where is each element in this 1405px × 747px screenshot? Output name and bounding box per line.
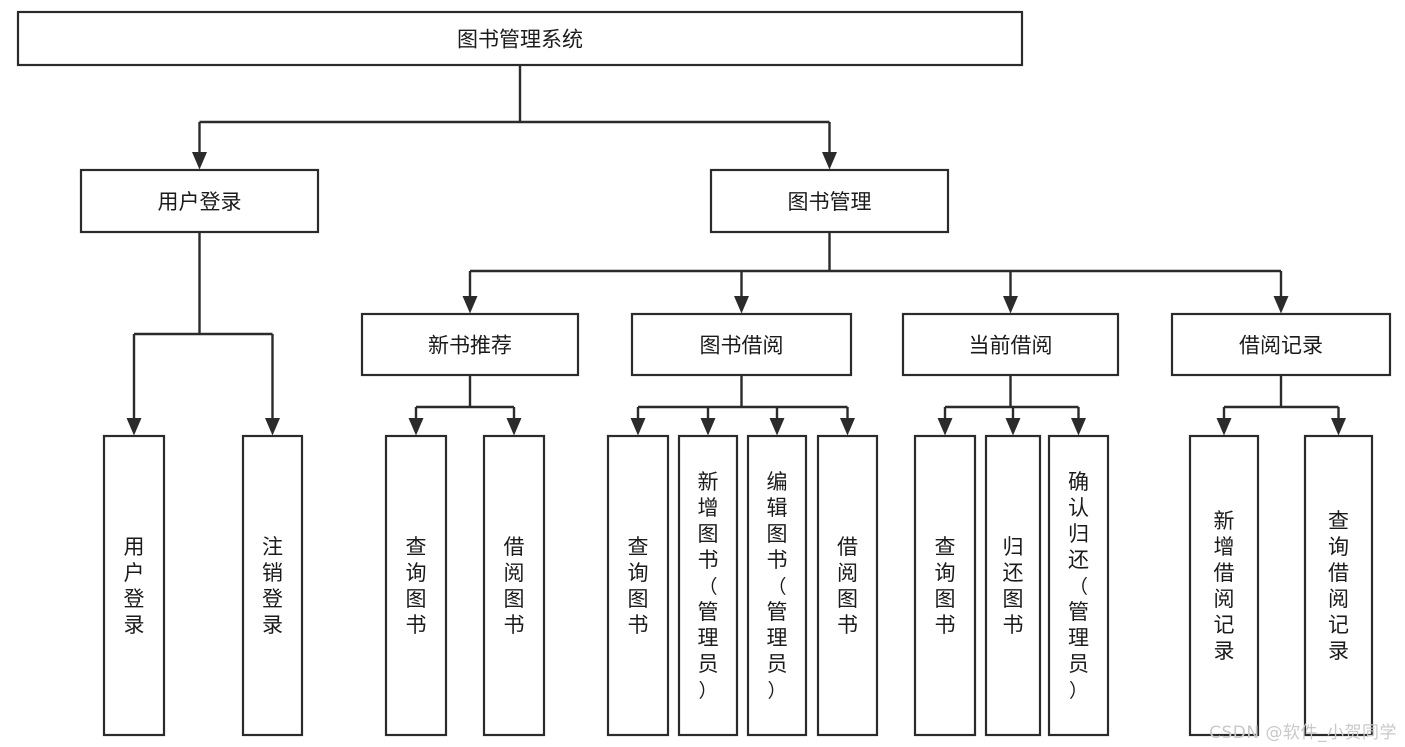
node-label: 借阅图书 bbox=[504, 535, 525, 637]
node-label: 查询图书 bbox=[406, 535, 427, 637]
arrow-head-icon bbox=[769, 418, 785, 436]
node-book-borrow[interactable]: 图书借阅 bbox=[630, 312, 853, 377]
node-label: 查询图书 bbox=[628, 535, 649, 637]
arrow-head-icon bbox=[192, 152, 207, 170]
arrow-head-icon bbox=[630, 418, 646, 436]
node-leaf-query-book-2[interactable]: 查询图书 bbox=[606, 434, 670, 737]
arrow-head-icon bbox=[822, 152, 837, 170]
arrow-head-icon bbox=[1071, 418, 1086, 436]
node-label: 图书借阅 bbox=[700, 334, 784, 358]
node-label: 确认归还（管理员） bbox=[1068, 470, 1089, 702]
node-box[interactable] bbox=[1170, 312, 1392, 377]
node-box[interactable] bbox=[241, 434, 304, 737]
node-leaf-query-book-1[interactable]: 查询图书 bbox=[384, 434, 448, 737]
connector-group-root bbox=[192, 65, 837, 170]
connector-group-current_borrow bbox=[937, 375, 1086, 436]
node-label: 借阅图书 bbox=[837, 535, 858, 637]
arrow-head-icon bbox=[1005, 418, 1021, 436]
node-root[interactable]: 图书管理系统 bbox=[16, 10, 1024, 67]
arrow-head-icon bbox=[1331, 418, 1346, 436]
node-label: 新书推荐 bbox=[428, 334, 512, 358]
node-leaf-add-book[interactable]: 新增图书（管理员） bbox=[677, 434, 739, 737]
node-label: 新增图书（管理员） bbox=[698, 470, 719, 702]
connector-group-borrow_record bbox=[1216, 375, 1346, 436]
node-box[interactable] bbox=[677, 434, 739, 737]
node-leaf-edit-book[interactable]: 编辑图书（管理员） bbox=[746, 434, 808, 737]
node-box[interactable] bbox=[482, 434, 546, 737]
node-label: 编辑图书（管理员） bbox=[767, 470, 788, 702]
node-user-login[interactable]: 用户登录 bbox=[79, 168, 320, 234]
node-label: 当前借阅 bbox=[969, 334, 1053, 358]
node-label: 注销登录 bbox=[262, 535, 283, 637]
arrow-head-icon bbox=[408, 418, 424, 436]
node-leaf-confirm-return[interactable]: 确认归还（管理员） bbox=[1047, 434, 1110, 737]
node-box[interactable] bbox=[384, 434, 448, 737]
node-box[interactable] bbox=[360, 312, 580, 377]
arrow-head-icon bbox=[840, 418, 855, 436]
arrow-head-icon bbox=[1273, 296, 1289, 314]
node-borrow-record[interactable]: 借阅记录 bbox=[1170, 312, 1392, 377]
node-box[interactable] bbox=[816, 434, 879, 737]
node-leaf-borrow-book-1[interactable]: 借阅图书 bbox=[482, 434, 546, 737]
arrow-head-icon bbox=[462, 296, 478, 314]
node-box[interactable] bbox=[1188, 434, 1260, 737]
arrow-head-icon bbox=[265, 418, 280, 436]
node-label: 新增借阅记录 bbox=[1214, 509, 1235, 663]
node-box[interactable] bbox=[606, 434, 670, 737]
arrow-head-icon bbox=[1216, 418, 1232, 436]
node-box[interactable] bbox=[79, 168, 320, 234]
node-label: 查询图书 bbox=[935, 535, 956, 637]
node-leaf-user-login[interactable]: 用户登录 bbox=[102, 434, 166, 737]
node-current-borrow[interactable]: 当前借阅 bbox=[901, 312, 1120, 377]
connector-group-user_login bbox=[126, 232, 280, 436]
node-label: 查询借阅记录 bbox=[1328, 509, 1349, 663]
node-leaf-logout[interactable]: 注销登录 bbox=[241, 434, 304, 737]
arrow-head-icon bbox=[506, 418, 522, 436]
node-label: 归还图书 bbox=[1003, 535, 1024, 637]
node-leaf-add-record[interactable]: 新增借阅记录 bbox=[1188, 434, 1260, 737]
node-box[interactable] bbox=[630, 312, 853, 377]
node-box[interactable] bbox=[746, 434, 808, 737]
node-label: 用户登录 bbox=[158, 190, 242, 214]
node-leaf-borrow-book-2[interactable]: 借阅图书 bbox=[816, 434, 879, 737]
arrow-head-icon bbox=[1003, 296, 1018, 314]
node-leaf-query-record[interactable]: 查询借阅记录 bbox=[1303, 434, 1374, 737]
node-new-book-rec[interactable]: 新书推荐 bbox=[360, 312, 580, 377]
node-box[interactable] bbox=[913, 434, 977, 737]
connector-group-book_borrow bbox=[630, 375, 855, 436]
node-box[interactable] bbox=[102, 434, 166, 737]
node-box[interactable] bbox=[901, 312, 1120, 377]
node-label: 用户登录 bbox=[124, 535, 145, 637]
connector-group-new_book_rec bbox=[408, 375, 522, 436]
node-leaf-query-book-3[interactable]: 查询图书 bbox=[913, 434, 977, 737]
node-box[interactable] bbox=[1303, 434, 1374, 737]
connector-group-book_manage bbox=[462, 232, 1289, 314]
node-box[interactable] bbox=[16, 10, 1024, 67]
arrow-head-icon bbox=[700, 418, 716, 436]
node-box[interactable] bbox=[1047, 434, 1110, 737]
node-label: 图书管理系统 bbox=[457, 28, 583, 52]
arrow-head-icon bbox=[126, 418, 142, 436]
arrow-head-icon bbox=[937, 418, 953, 436]
node-book-manage[interactable]: 图书管理 bbox=[709, 168, 950, 234]
node-label: 借阅记录 bbox=[1239, 334, 1323, 358]
arrow-head-icon bbox=[734, 296, 749, 314]
node-box[interactable] bbox=[984, 434, 1042, 737]
node-box[interactable] bbox=[709, 168, 950, 234]
node-leaf-return-book[interactable]: 归还图书 bbox=[984, 434, 1042, 737]
node-label: 图书管理 bbox=[788, 190, 872, 214]
watermark-label: CSDN @软件_小贺同学 bbox=[1209, 723, 1397, 743]
